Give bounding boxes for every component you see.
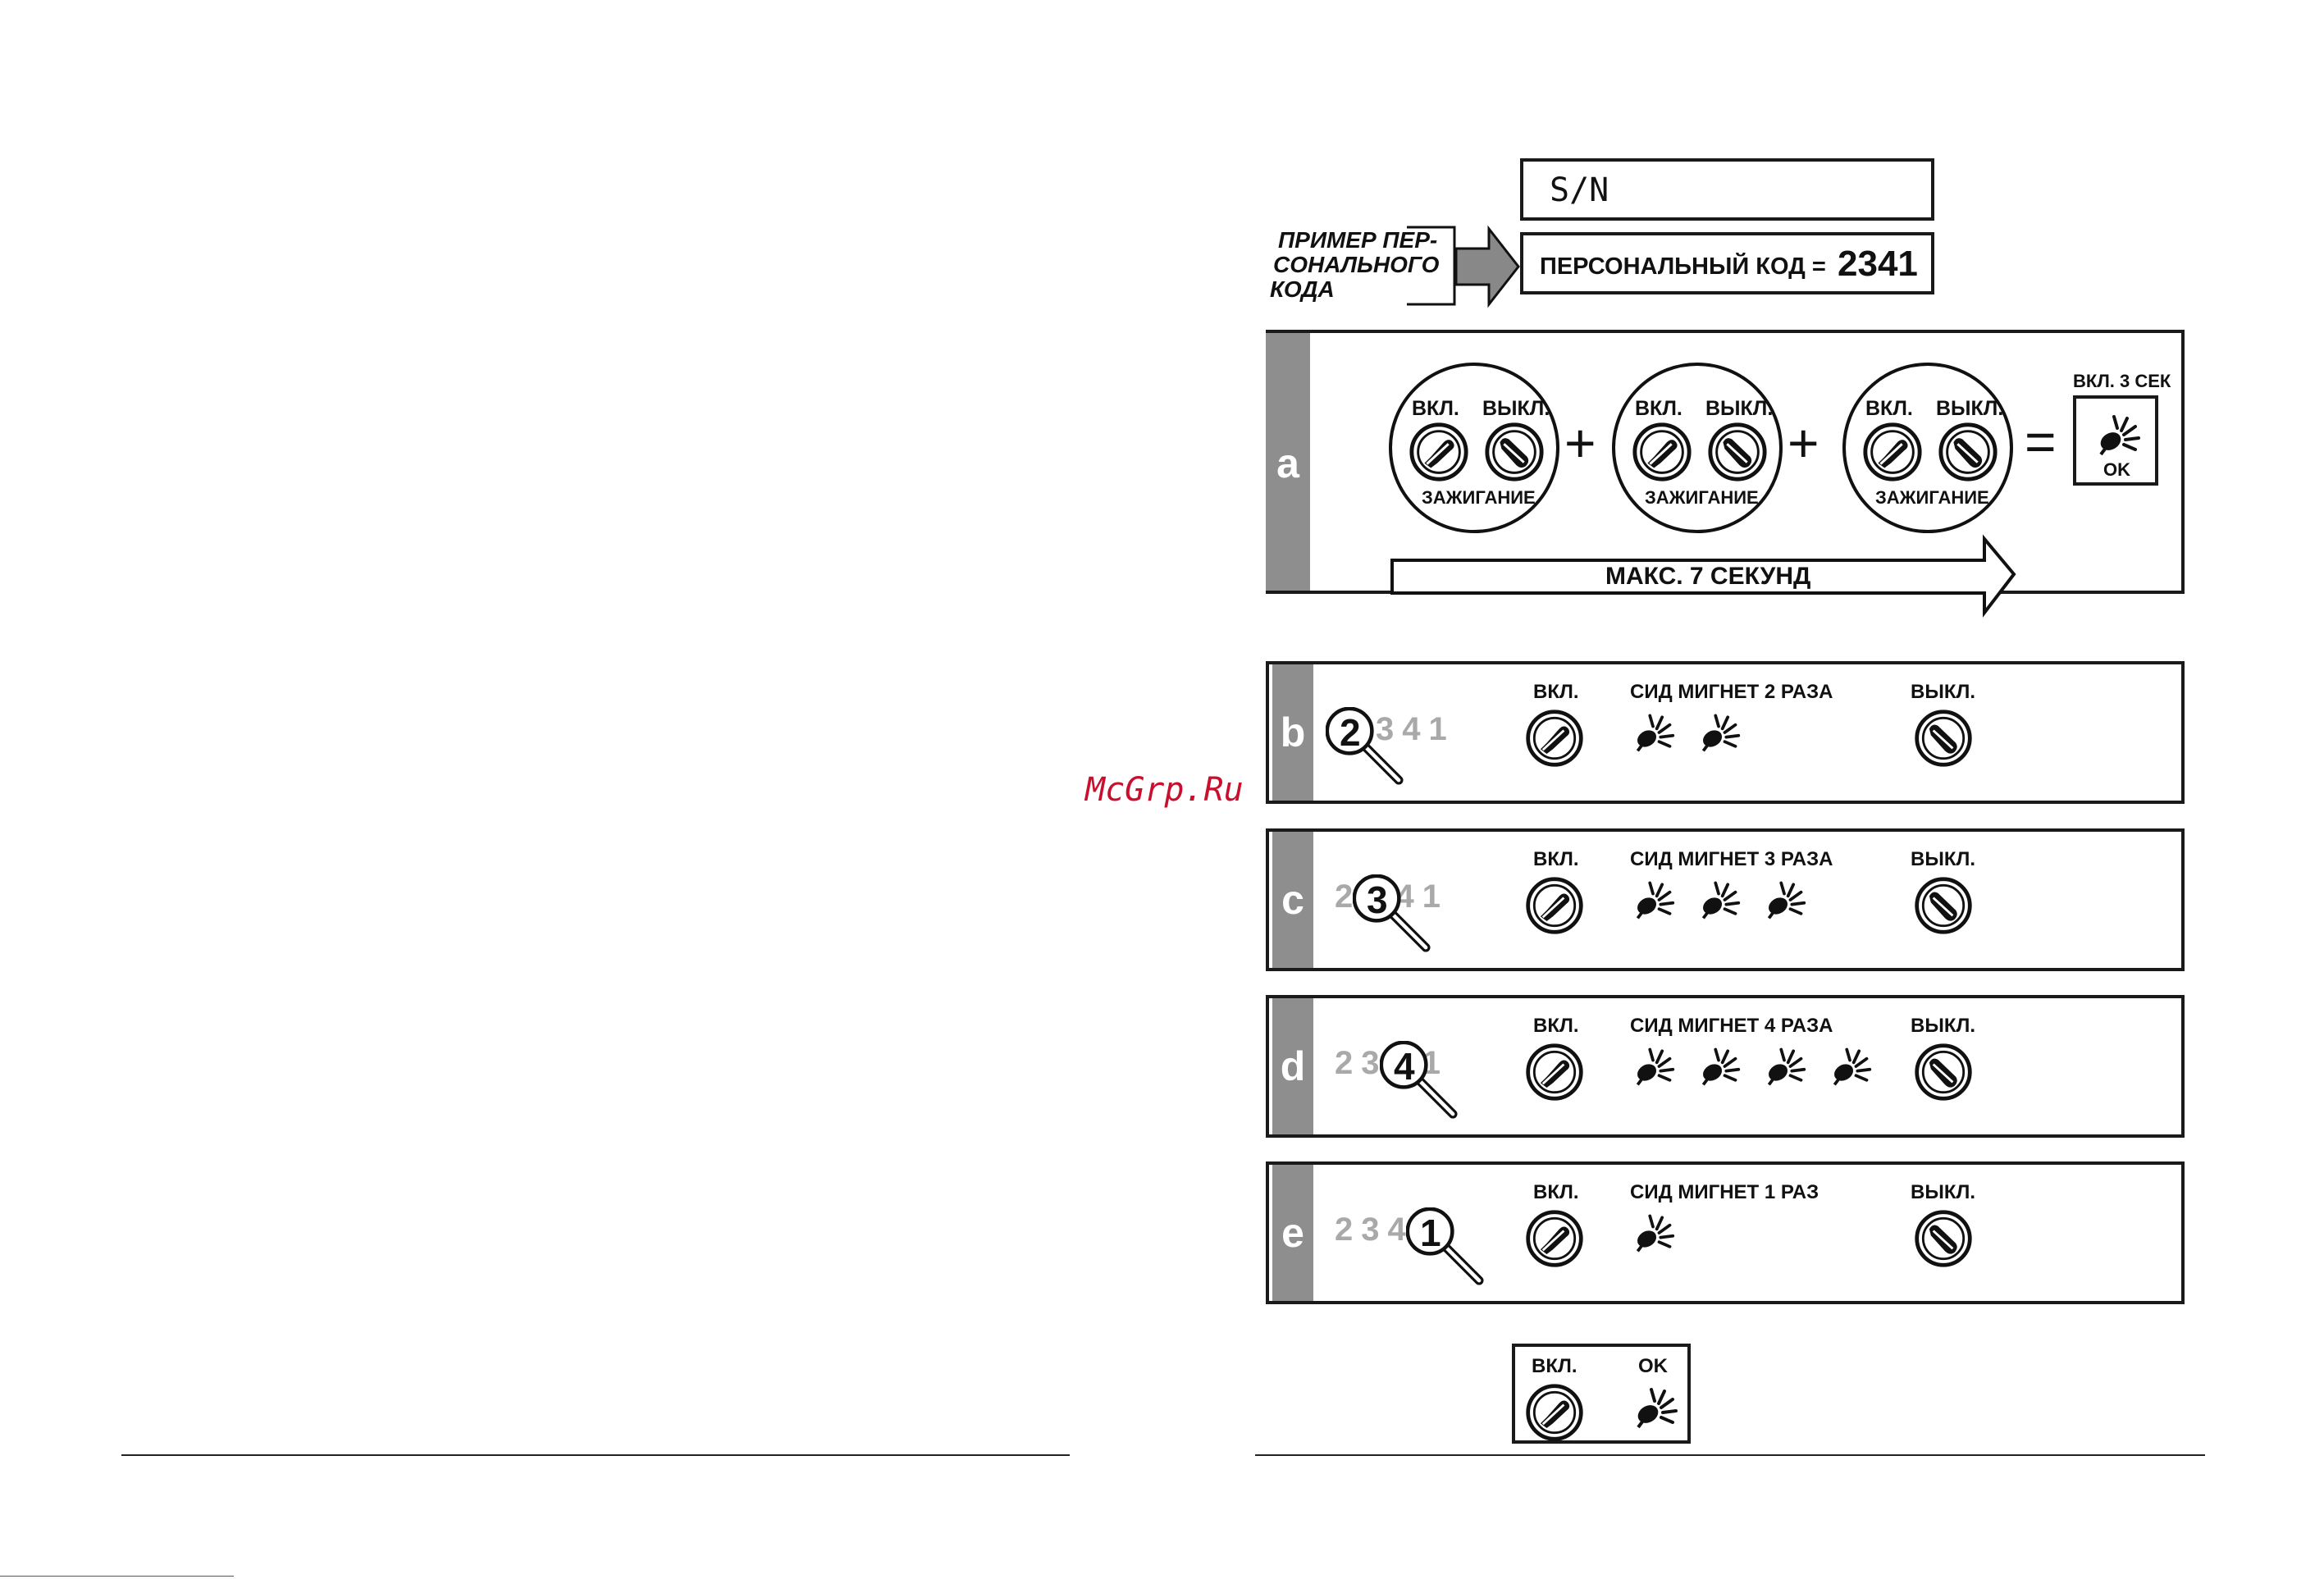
led-flash-icon bbox=[1827, 1043, 1873, 1089]
led-on-3-sec-label: ВКЛ. 3 СЕК bbox=[2073, 371, 2171, 391]
ignition-on-icon bbox=[1630, 420, 1694, 484]
current-digit: 4 bbox=[1394, 1045, 1415, 1088]
ignition-group: ВКЛ. ВЫКЛ. ЗАЖИГАНИЕ bbox=[1389, 363, 1559, 533]
ignition-on-icon bbox=[1523, 1041, 1586, 1103]
panel-letter-a: a bbox=[1266, 333, 1310, 594]
bracket-arrow bbox=[1407, 225, 1520, 308]
panel-letter-e: e bbox=[1272, 1165, 1313, 1301]
code-digits-gray: 23 1 bbox=[1335, 1045, 1449, 1081]
bottom-thin-rule bbox=[0, 1576, 234, 1577]
magnifier-icon bbox=[1380, 1041, 1462, 1123]
ignition-on-icon bbox=[1523, 1207, 1586, 1270]
ignition-group: ВКЛ. ВЫКЛ. ЗАЖИГАНИЕ bbox=[1612, 363, 1783, 533]
ignition-off-icon bbox=[1936, 420, 2000, 484]
led-flash-label: СИД МИГНЕТ 1 РАЗ bbox=[1630, 1181, 1819, 1203]
final-ok-label: OK bbox=[1638, 1355, 1668, 1377]
panel-letter-b: b bbox=[1272, 664, 1313, 801]
step-off-label: ВЫКЛ. bbox=[1911, 681, 1975, 703]
step-off-label: ВЫКЛ. bbox=[1911, 848, 1975, 870]
step-on-label: ВКЛ. bbox=[1533, 1015, 1579, 1037]
ignition-on-label: ВКЛ. bbox=[1865, 397, 1913, 420]
ignition-on-label: ВКЛ. bbox=[1635, 397, 1683, 420]
watermark: McGrp.Ru bbox=[1085, 771, 1244, 809]
current-digit: 3 bbox=[1367, 878, 1388, 921]
ignition-on-icon bbox=[1523, 707, 1586, 769]
led-flash-label: СИД МИГНЕТ 2 РАЗА bbox=[1630, 681, 1833, 703]
led-flash-icon bbox=[1696, 877, 1742, 923]
ignition-label: ЗАЖИГАНИЕ bbox=[1875, 487, 1989, 508]
code-digits-gray: 234 bbox=[1335, 1212, 1414, 1248]
ignition-label: ЗАЖИГАНИЕ bbox=[1422, 487, 1536, 508]
ignition-off-label: ВЫКЛ. bbox=[1482, 397, 1550, 420]
max-time-arrow bbox=[1390, 534, 2016, 618]
ignition-off-icon bbox=[1912, 874, 1975, 937]
led-flash-icon bbox=[1761, 877, 1807, 923]
code-digits-gray: 341 bbox=[1376, 711, 1455, 747]
right-page-rule bbox=[1255, 1454, 2205, 1456]
code-digits-gray: 2 41 bbox=[1335, 878, 1449, 915]
personal-code-value: 2341 bbox=[1838, 244, 1918, 284]
led-flash-icon bbox=[1761, 1043, 1807, 1089]
ignition-on-icon bbox=[1407, 420, 1471, 484]
step-off-label: ВЫКЛ. bbox=[1911, 1181, 1975, 1203]
ignition-on-icon bbox=[1861, 420, 1924, 484]
led-flash-icon bbox=[1696, 1043, 1742, 1089]
ignition-group: ВКЛ. ВЫКЛ. ЗАЖИГАНИЕ bbox=[1842, 363, 2013, 533]
led-flash-icon bbox=[1630, 710, 1676, 755]
magnifier-icon bbox=[1353, 874, 1435, 956]
led-ok-box: OK bbox=[2073, 395, 2158, 486]
led-icon bbox=[1630, 1383, 1679, 1432]
led-icon bbox=[2093, 410, 2142, 459]
final-on-label: ВКЛ. bbox=[1532, 1355, 1577, 1377]
ignition-off-icon bbox=[1482, 420, 1546, 484]
plus-sign: + bbox=[1788, 413, 1819, 473]
example-code-caption: ПРИМЕР ПЕР- СОНАЛЬНОГО КОДА bbox=[1270, 228, 1439, 302]
led-flash-label: СИД МИГНЕТ 4 РАЗА bbox=[1630, 1015, 1833, 1037]
magnifier-icon bbox=[1326, 707, 1408, 789]
ignition-on-label: ВКЛ. bbox=[1412, 397, 1459, 420]
led-flash-icon bbox=[1630, 877, 1676, 923]
left-page-rule bbox=[121, 1454, 1070, 1456]
example-caption-line: КОДА bbox=[1270, 276, 1335, 302]
led-flash-icon bbox=[1630, 1043, 1676, 1089]
step-on-label: ВКЛ. bbox=[1533, 681, 1579, 703]
current-digit: 2 bbox=[1340, 711, 1361, 754]
ignition-label: ЗАЖИГАНИЕ bbox=[1645, 487, 1759, 508]
current-digit: 1 bbox=[1420, 1212, 1441, 1254]
final-ok-box: ВКЛ. OK bbox=[1512, 1344, 1691, 1444]
ignition-on-icon bbox=[1523, 874, 1586, 937]
ignition-off-icon bbox=[1912, 1041, 1975, 1103]
led-flash-icon bbox=[1696, 710, 1742, 755]
ignition-off-icon bbox=[1705, 420, 1769, 484]
step-off-label: ВЫКЛ. bbox=[1911, 1015, 1975, 1037]
ignition-off-icon bbox=[1912, 707, 1975, 769]
step-on-label: ВКЛ. bbox=[1533, 848, 1579, 870]
ignition-on-icon bbox=[1523, 1381, 1586, 1444]
serial-number-box: S/N bbox=[1520, 158, 1934, 221]
plus-sign: + bbox=[1564, 413, 1596, 473]
magnifier-icon bbox=[1406, 1207, 1488, 1289]
step-on-label: ВКЛ. bbox=[1533, 1181, 1579, 1203]
led-flash-label: СИД МИГНЕТ 3 РАЗА bbox=[1630, 848, 1833, 870]
step-panel-b: b 341 2 ВКЛ. СИД МИГНЕТ 2 РАЗА ВЫКЛ. bbox=[1266, 661, 2185, 804]
example-caption-line: СОНАЛЬНОГО bbox=[1273, 252, 1440, 277]
ignition-off-label: ВЫКЛ. bbox=[1936, 397, 2004, 420]
personal-code-label: ПЕРСОНАЛЬНЫЙ КОД = bbox=[1540, 253, 1826, 280]
ignition-off-label: ВЫКЛ. bbox=[1705, 397, 1774, 420]
personal-code-box: ПЕРСОНАЛЬНЫЙ КОД = 2341 bbox=[1520, 232, 1934, 294]
equals-sign: = bbox=[2025, 411, 2057, 472]
serial-label: S/N bbox=[1550, 171, 1609, 209]
panel-letter-d: d bbox=[1272, 998, 1313, 1134]
ignition-off-icon bbox=[1912, 1207, 1975, 1270]
led-flash-icon bbox=[1630, 1210, 1676, 1256]
led-ok-label: OK bbox=[2103, 459, 2130, 480]
max-time-label: МАКС. 7 СЕКУНД bbox=[1605, 563, 1811, 590]
example-caption-line: ПРИМЕР ПЕР- bbox=[1278, 227, 1438, 253]
panel-letter-c: c bbox=[1272, 832, 1313, 968]
